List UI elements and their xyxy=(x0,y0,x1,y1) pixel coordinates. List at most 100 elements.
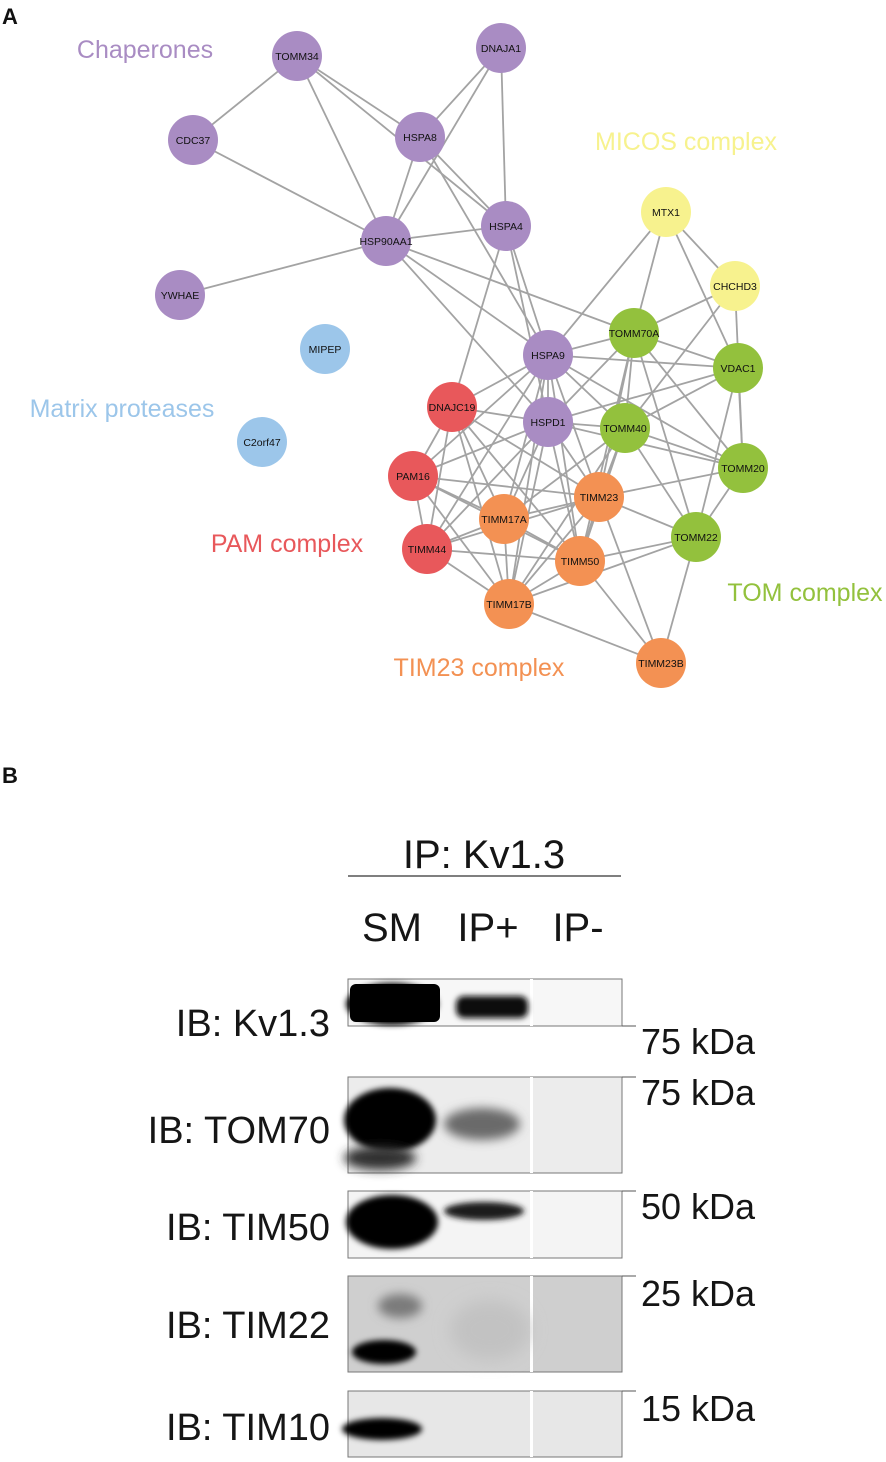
node-circle xyxy=(713,343,763,393)
node-label: CHCHD3 xyxy=(713,281,757,293)
band-sm-upper xyxy=(378,1294,422,1318)
blot-row-label: IB: TOM70 xyxy=(148,1110,330,1152)
node-label: HSP90AA1 xyxy=(359,236,412,248)
node-ywhae: YWHAE xyxy=(155,270,205,320)
node-timm44: TIMM44 xyxy=(402,524,452,574)
edge-hspa9-pam16 xyxy=(412,354,549,477)
edge-hspa9-timm23 xyxy=(547,354,600,498)
node-timm50: TIMM50 xyxy=(555,536,605,586)
node-circle xyxy=(641,187,691,237)
node-label: TIMM23B xyxy=(638,658,684,670)
node-label: TIMM44 xyxy=(408,544,447,556)
node-hsp90aa1: HSP90AA1 xyxy=(359,216,413,266)
edge-timm44-timm50 xyxy=(426,548,581,562)
blot-row-tim50: IB: TIM50 50 kDa xyxy=(166,1186,756,1259)
node-pam16: PAM16 xyxy=(388,451,438,501)
lane-divider xyxy=(530,1276,533,1372)
node-label: HSPA4 xyxy=(489,221,523,233)
node-label: TIMM23 xyxy=(580,492,619,504)
band-sm-lower xyxy=(344,1146,416,1170)
ip-header: IP: Kv1.3 xyxy=(403,833,565,877)
node-label: HSPA9 xyxy=(531,350,565,362)
mw-marker: 75 kDa xyxy=(641,1072,756,1113)
node-timm17b: TIMM17B xyxy=(484,579,534,629)
node-circle xyxy=(388,451,438,501)
edge-hspa9-timm17a xyxy=(503,354,549,520)
edge-dnajc19-timm50 xyxy=(451,406,581,562)
node-circle xyxy=(609,308,659,358)
edge-hsp90aa1-tomm70a xyxy=(385,240,635,334)
edge-hspa9-timm17b xyxy=(508,354,549,605)
mw-marker: 25 kDa xyxy=(641,1273,756,1314)
node-mipep: MIPEP xyxy=(300,324,350,374)
node-c2orf47: C2orf47 xyxy=(237,417,287,467)
node-tomm22: TOMM22 xyxy=(671,512,721,562)
lane-label-ip-plus: IP+ xyxy=(457,906,518,950)
edge-mtx1-hspa9 xyxy=(547,211,667,356)
blot-row-label: IB: TIM50 xyxy=(166,1207,330,1249)
group-label-pam: PAM complex xyxy=(211,530,364,558)
node-hspd1: HSPD1 xyxy=(523,397,573,447)
node-label: TOMM70A xyxy=(609,328,660,340)
node-circle xyxy=(636,638,686,688)
edge-hspa9-timm50 xyxy=(547,354,581,562)
node-label: TIMM17A xyxy=(481,514,527,526)
node-timm17a: TIMM17A xyxy=(479,494,529,544)
blot-row-label: IB: Kv1.3 xyxy=(176,1003,330,1045)
band-ip-plus xyxy=(456,996,528,1018)
node-circle xyxy=(574,472,624,522)
node-label: HSPA8 xyxy=(403,132,437,144)
node-hspa4: HSPA4 xyxy=(481,201,531,251)
node-circle xyxy=(600,403,650,453)
edge-hspa8-hspa9 xyxy=(419,136,549,356)
edge-tomm70a-timm50 xyxy=(579,332,635,562)
group-label-matrix: Matrix proteases xyxy=(30,395,215,423)
edge-hspa9-timm44 xyxy=(426,354,549,550)
lane-divider xyxy=(530,1191,533,1258)
node-label: TOMM40 xyxy=(603,423,647,435)
lane-label-sm: SM xyxy=(362,906,422,950)
edge-hspa4-dnajc19 xyxy=(451,225,507,408)
edge-timm17b-timm23b xyxy=(508,603,662,664)
edge-tomm40-timm17b xyxy=(508,427,626,605)
node-cdc37: CDC37 xyxy=(168,115,218,165)
lane-divider xyxy=(530,1391,533,1457)
node-label: DNAJC19 xyxy=(429,402,476,414)
band-sm xyxy=(342,1418,422,1440)
edge-tomm40-timm17a xyxy=(503,427,626,520)
node-label: HSPD1 xyxy=(530,417,565,429)
node-circle xyxy=(479,494,529,544)
edge-hspa9-tomm20 xyxy=(547,354,744,469)
node-hspa8: HSPA8 xyxy=(395,112,445,162)
node-label: TOMM34 xyxy=(275,51,319,63)
panel-a-letter: A xyxy=(2,4,18,29)
node-label: PAM16 xyxy=(396,471,430,483)
group-label-chaperones: Chaperones xyxy=(77,36,213,64)
node-label: YWHAE xyxy=(161,290,200,302)
edge-dnaja1-hspa4 xyxy=(500,47,507,227)
lane-divider xyxy=(530,979,533,1026)
edge-tomm70a-tomm22 xyxy=(633,332,697,538)
blot-row-label: IB: TIM22 xyxy=(166,1305,330,1347)
blot-row-label: IB: TIM10 xyxy=(166,1407,330,1449)
node-circle xyxy=(155,270,205,320)
blot-row-kv13: IB: Kv1.3 75 kDa xyxy=(176,978,756,1062)
node-dnaja1: DNAJA1 xyxy=(476,23,526,73)
mw-marker: 75 kDa xyxy=(641,1021,756,1062)
group-label-tom: TOM complex xyxy=(727,579,883,607)
node-tomm20: TOMM20 xyxy=(718,443,768,493)
node-circle xyxy=(476,23,526,73)
western-blot: IP: Kv1.3 SM IP+ IP- IB: Kv1.3 75 kDa IB… xyxy=(148,833,756,1458)
edge-tomm20-hspd1 xyxy=(547,421,744,469)
band-ip-plus xyxy=(444,1202,524,1220)
node-label: TIMM50 xyxy=(561,556,600,568)
mw-marker: 50 kDa xyxy=(641,1186,756,1227)
edge-chchd3-tomm40 xyxy=(624,285,736,429)
node-timm23b: TIMM23B xyxy=(636,638,686,688)
lane-divider xyxy=(530,1077,533,1173)
blot-row-tim10: IB: TIM10 15 kDa xyxy=(166,1388,756,1458)
lane-label-ip-minus: IP- xyxy=(552,906,603,950)
node-hspa9: HSPA9 xyxy=(523,330,573,380)
